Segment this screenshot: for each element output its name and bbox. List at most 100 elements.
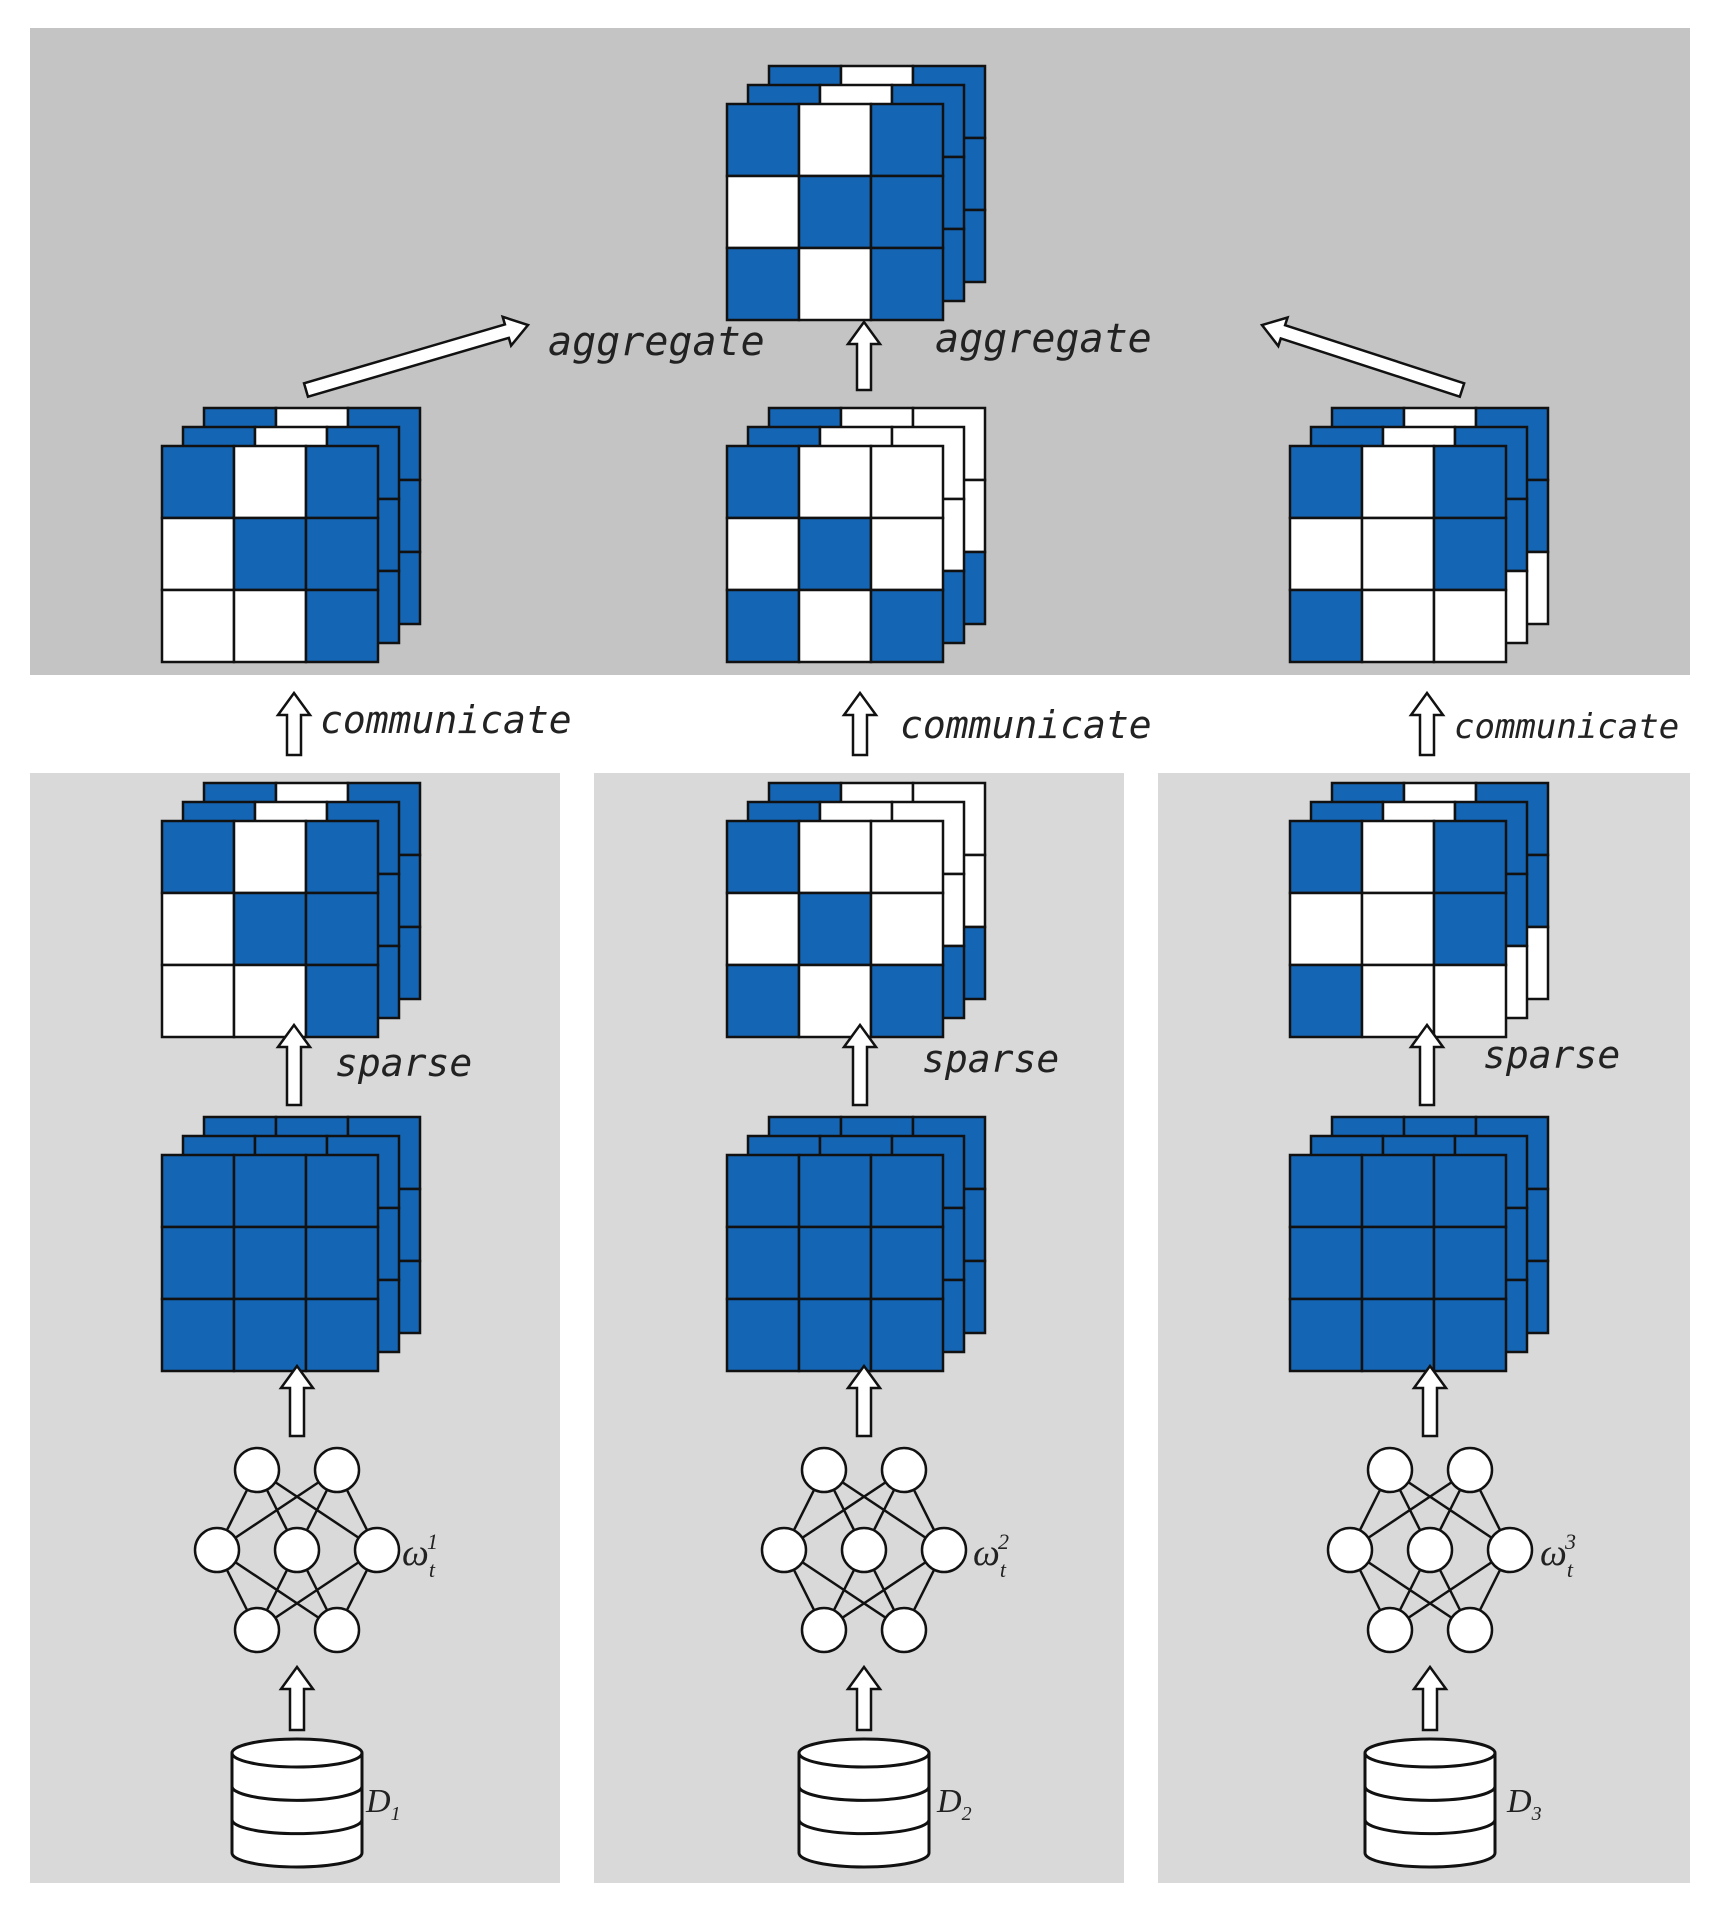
tensor-cell: [304, 588, 380, 664]
tensor-cell: [304, 516, 380, 592]
database-top: [797, 1737, 931, 1769]
tensor-cell: [1288, 819, 1364, 895]
sparse-arrow-1: [275, 1022, 313, 1107]
tensor-cell: [797, 1225, 873, 1301]
tensor-cell: [1360, 588, 1436, 664]
network-node: [233, 1446, 281, 1494]
network-node: [353, 1526, 401, 1574]
tensor-cell: [1360, 819, 1436, 895]
tensor-cell: [304, 819, 380, 895]
database-ring: [1363, 1819, 1497, 1836]
database-body: [1363, 1753, 1497, 1869]
tensor-cell: [725, 444, 801, 520]
network-edge: [256, 1548, 378, 1632]
server-received-tensor-2: [725, 406, 987, 664]
arrow-layer: [275, 314, 1466, 1732]
tensor-cell: [797, 246, 873, 322]
tensor-cell: [1288, 891, 1364, 967]
network-node: [193, 1526, 241, 1574]
tensor-cell: [725, 588, 801, 664]
tensor-cell: [725, 1225, 801, 1301]
tensor-cell: [1360, 963, 1436, 1039]
tensor-cell: [869, 174, 945, 250]
tensor-cell: [160, 1153, 236, 1229]
network-node: [273, 1526, 321, 1574]
network-node: [1406, 1526, 1454, 1574]
tensor-cell: [1360, 516, 1436, 592]
tensor-cell: [725, 516, 801, 592]
dataset-1-database-icon: [230, 1737, 364, 1869]
tensor-cell: [1432, 1153, 1508, 1229]
tensor-cell: [797, 1297, 873, 1373]
tensor-cell: [160, 444, 236, 520]
weight-tensor-layer: [160, 64, 1550, 1373]
database-body: [797, 1753, 931, 1869]
tensor-cell: [160, 819, 236, 895]
aggregate-arrow-left: [302, 314, 531, 399]
tensor-cell: [797, 444, 873, 520]
client-sparse-tensor-1: [160, 781, 422, 1039]
client-sparse-tensor-2: [725, 781, 987, 1039]
tensor-front-layer: [725, 1153, 945, 1373]
tensor-cell: [1288, 963, 1364, 1039]
tensor-cell: [304, 1225, 380, 1301]
tensor-cell: [160, 588, 236, 664]
network-node: [1446, 1446, 1494, 1494]
tensor-front-layer: [160, 819, 380, 1039]
data-arrow-1: [278, 1664, 316, 1732]
network-node: [1366, 1446, 1414, 1494]
tensor-cell: [797, 588, 873, 664]
tensor-front-layer: [725, 102, 945, 322]
tensor-cell: [725, 819, 801, 895]
client-dense-tensor-1: [160, 1115, 422, 1373]
tensor-cell: [304, 1153, 380, 1229]
tensor-front-layer: [725, 819, 945, 1039]
dataset-label-2: D2: [936, 1783, 972, 1825]
network-layer: [193, 1446, 1534, 1654]
tensor-cell: [232, 1153, 308, 1229]
network-node: [1446, 1606, 1494, 1654]
data-arrow-2: [845, 1664, 883, 1732]
tensor-cell: [1432, 819, 1508, 895]
weight-label-1: ωt1: [402, 1529, 438, 1582]
database-ring: [797, 1819, 931, 1836]
tensor-front-layer: [1288, 444, 1508, 664]
tensor-cell: [232, 588, 308, 664]
database-ring: [230, 1786, 364, 1802]
tensor-cell: [1432, 1297, 1508, 1373]
dataset-2-database-icon: [797, 1737, 931, 1869]
network-edge: [216, 1468, 338, 1552]
network-edge: [1349, 1468, 1471, 1552]
train-arrow-2: [845, 1363, 883, 1438]
tensor-cell: [304, 444, 380, 520]
tensor-cell: [232, 1225, 308, 1301]
tensor-cell: [725, 102, 801, 178]
sparse-arrow-2: [841, 1022, 879, 1107]
network-node: [880, 1606, 928, 1654]
network-node: [800, 1446, 848, 1494]
network-node: [760, 1526, 808, 1574]
network-node: [920, 1526, 968, 1574]
aggregate-label-left: aggregate: [548, 319, 765, 365]
client-sparse-tensor-3: [1288, 781, 1550, 1039]
network-node: [1486, 1526, 1534, 1574]
communicate-label-3: communicate: [1454, 707, 1679, 747]
tensor-cell: [1288, 444, 1364, 520]
tensor-cell: [869, 588, 945, 664]
tensor-cell: [232, 819, 308, 895]
tensor-cell: [869, 891, 945, 967]
tensor-cell: [1432, 444, 1508, 520]
tensor-cell: [869, 102, 945, 178]
dataset-3-database-icon: [1363, 1737, 1497, 1869]
network-node: [313, 1446, 361, 1494]
tensor-cell: [869, 819, 945, 895]
tensor-cell: [1360, 1153, 1436, 1229]
tensor-cell: [725, 1153, 801, 1229]
tensor-cell: [1360, 891, 1436, 967]
tensor-cell: [1288, 516, 1364, 592]
train-arrow-1: [278, 1363, 316, 1438]
tensor-cell: [725, 1297, 801, 1373]
tensor-cell: [869, 1153, 945, 1229]
communicate-label-2: communicate: [900, 703, 1152, 747]
tensor-cell: [160, 1297, 236, 1373]
